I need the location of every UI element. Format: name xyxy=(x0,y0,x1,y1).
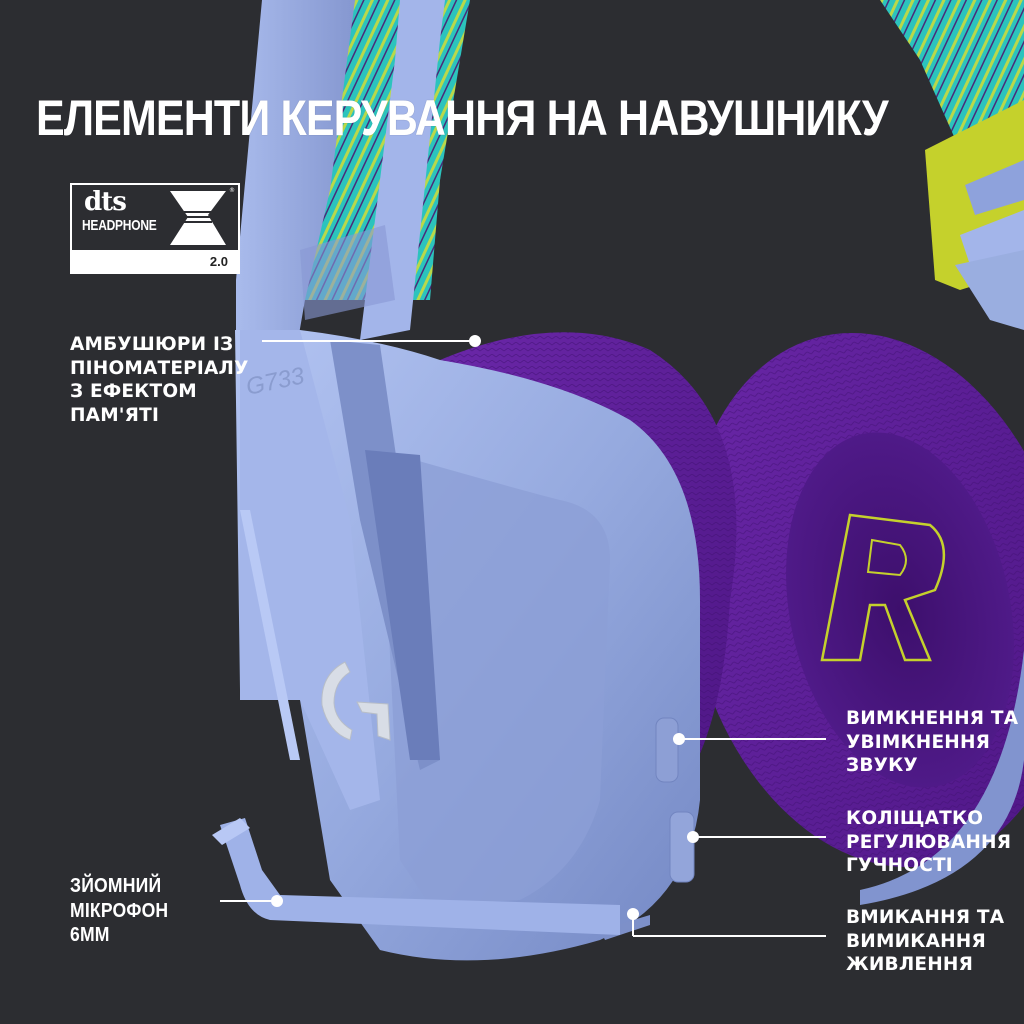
mic-mute-button xyxy=(655,717,679,783)
page-title: ЕЛЕМЕНТИ КЕРУВАННЯ НА НАВУШНИКУ xyxy=(36,90,889,146)
dts-headphone-x-badge: dts HEADPHONE ® 2.0 xyxy=(70,183,240,274)
callout-power: ВМИКАННЯ ТА ВИМИКАННЯ ЖИВЛЕННЯ xyxy=(846,907,1005,975)
dts-x-icon xyxy=(170,191,226,245)
callout-microphone: ЗЙОМНИЙ МІКРОФОН 6ММ xyxy=(70,875,169,946)
callout-ear-cushions: АМБУШЮРИ ІЗ ПІНОМАТЕРІАЛУ З ЕФЕКТОМ ПАМ'… xyxy=(70,334,249,426)
dts-brand-text: dts xyxy=(84,187,127,217)
g-logo xyxy=(321,661,391,741)
callout-mic-mute: ВИМКНЕННЯ ТА УВІМКНЕННЯ ЗВУКУ xyxy=(846,708,1019,776)
microphone-boom xyxy=(220,818,620,935)
r-marker xyxy=(820,513,946,662)
registered-mark: ® xyxy=(229,187,235,194)
volume-wheel xyxy=(669,811,695,883)
dts-version: 2.0 xyxy=(209,254,228,269)
callout-volume-wheel: КОЛІЩАТКО РЕГУЛЮВАННЯ ГУЧНОСТІ xyxy=(846,808,1012,876)
dts-product-text: HEADPHONE xyxy=(82,217,157,234)
